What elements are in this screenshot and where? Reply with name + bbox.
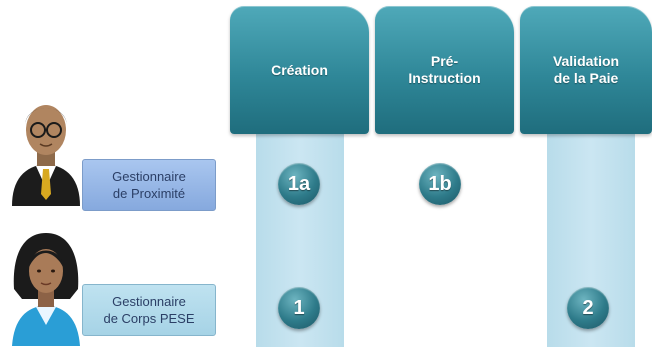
phase-header-validation: Validation de la Paie (520, 6, 652, 134)
step-badge-1: 1 (278, 287, 320, 329)
step-badge-1a: 1a (278, 163, 320, 205)
male-manager-icon (12, 105, 80, 206)
phase-label-pre-instruction: Pré- Instruction (408, 53, 481, 86)
phase-label-validation: Validation de la Paie (552, 53, 620, 86)
actor-label-corps-pese: Gestionnaire de Corps PESE (82, 284, 216, 336)
female-manager-icon (12, 233, 80, 346)
phase-header-creation: Création (230, 6, 369, 134)
actor-label-proximite: Gestionnaire de Proximité (82, 159, 216, 211)
step-badge-2: 2 (567, 287, 609, 329)
step-badge-1b: 1b (419, 163, 461, 205)
phase-header-pre-instruction: Pré- Instruction (375, 6, 514, 134)
phase-label-creation: Création (271, 61, 328, 78)
